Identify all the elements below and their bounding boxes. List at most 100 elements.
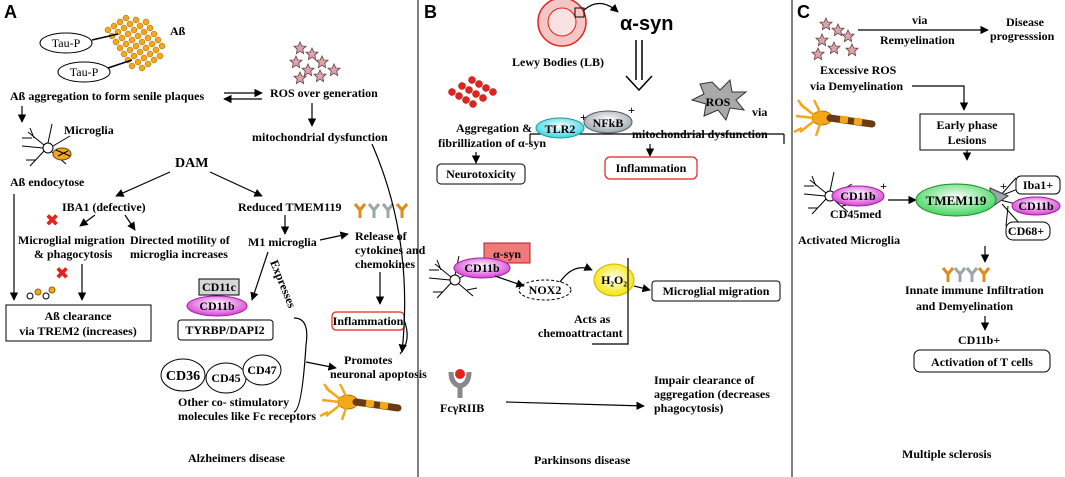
arrow-dam-to-tmem: [209, 171, 263, 197]
tau-p-label-2: Tau-P: [70, 65, 99, 79]
cd47-label: CD47: [247, 363, 276, 377]
h2o2-label: H₂O₂: [601, 273, 627, 287]
arrow-lb-to-asyn: [583, 2, 619, 13]
arrow-fcg-to-impair: [505, 401, 645, 410]
ros-stars-icon: [289, 41, 341, 84]
microglial-migration-text-1: Microglial migration: [18, 233, 125, 247]
via-label-b: via: [752, 105, 767, 119]
nfkb-plus: +: [628, 103, 635, 117]
lewy-body-icon: [537, 0, 587, 47]
inflammation-label-b: Inflammation: [616, 161, 687, 175]
red-x-icon-1: ✖: [45, 211, 59, 231]
abeta-clearance-box: [5, 304, 152, 342]
cd11b-label-c2: CD11b: [1018, 199, 1054, 213]
arrow-iba1-to-migration: [79, 214, 96, 227]
tau-p-oval-2: [57, 61, 111, 83]
tmem119-oval: [915, 183, 997, 217]
aggregation-text-1: Aggregation &: [456, 121, 532, 135]
arrow-nox2-to-h2o2: [559, 263, 593, 283]
arrow-iba1-to-directed: [124, 214, 136, 231]
neurotoxicity-label: Neurotoxicity: [446, 167, 516, 181]
nox2-oval: [518, 279, 572, 301]
hollow-arrow-stem: [635, 40, 643, 80]
panel-c-caption: Multiple sclerosis: [902, 447, 992, 461]
ros-burst-icon: [690, 78, 748, 122]
early-phase-text-1: Early phase: [936, 118, 998, 132]
directed-motility-text-2: microglia increases: [130, 247, 228, 261]
excessive-ros-1: Excessive ROS: [820, 63, 897, 77]
chemoattractant-text: chemoattractant: [538, 326, 623, 340]
nox2-label: NOX2: [529, 283, 562, 297]
tlr2-oval: [535, 117, 585, 139]
cd11b-oval-b: [453, 257, 511, 279]
arrow-m1-to-cd11b: [250, 251, 269, 301]
cd11bplus-label: CD11b+: [958, 333, 1000, 347]
iba1-defective-text: IBA1 (defective): [62, 200, 146, 214]
panel-c-letter: C: [797, 2, 810, 22]
promotes-text-2: neuronal apoptosis: [330, 367, 427, 381]
panel-b-letter: B: [424, 2, 437, 22]
cd36-label: CD36: [166, 369, 200, 384]
early-phase-text-2: Lesions: [948, 133, 987, 147]
mito-dysfunction-b: mitochondrial dysfunction: [632, 127, 768, 141]
neurotoxicity-box: [436, 163, 526, 185]
cd11c-label: CD11c: [202, 280, 237, 294]
tau-p-oval-1: [39, 32, 93, 54]
abeta-clearance-text-2: via TREM2 (increases): [19, 324, 137, 338]
microglial-migration-text-2: & phagocytosis: [34, 247, 113, 261]
alpha-syn-title: α-syn: [620, 13, 673, 35]
ros-burst-label: ROS: [706, 95, 731, 109]
antibody-icons-c: [941, 266, 991, 284]
tyrobp-label: TYRBP/DAPI2: [185, 323, 264, 337]
excessive-ros-2: via Demyelination: [810, 79, 903, 93]
tyrobp-box: [177, 319, 274, 341]
remyelination-label: Remyelination: [880, 33, 955, 47]
impair-text-3: phagocytosis): [654, 401, 723, 415]
neuron-icon-c: [794, 100, 872, 136]
acts-as-text: Acts as: [574, 312, 611, 326]
promotes-text-1: Promotes: [344, 353, 393, 367]
aggregation-text-2: fibrillization of α-syn: [438, 136, 546, 150]
iba1-box: [1015, 175, 1061, 195]
abeta-fibril-icon: [91, 14, 166, 72]
inflammation-box-b: [604, 156, 698, 180]
m1-microglia-text: M1 microglia: [248, 235, 317, 249]
microglia-label: Microglia: [64, 123, 114, 137]
arrow-excessive-to-early: [912, 85, 969, 111]
panel-a-letter: A: [4, 2, 17, 22]
h2o2-oval: [593, 263, 635, 297]
panel-a-caption: Alzheimers disease: [188, 451, 286, 465]
tau-p-label-1: Tau-P: [52, 36, 81, 50]
arrow-mito-to-apoptosis: [371, 143, 407, 353]
reduced-tmem119-text: Reduced TMEM119: [238, 200, 341, 214]
abeta-endocytose-text: Aß endocytose: [10, 175, 85, 189]
cd68-box: [1005, 221, 1051, 241]
antibody-icons: [353, 202, 409, 220]
panel-b-caption: Parkinsons disease: [534, 453, 631, 467]
arrow-cd11b-to-nox2: [494, 275, 525, 288]
cd47-oval: [242, 354, 282, 386]
ros-stars-icon-c: [811, 17, 859, 61]
release-text-2: cytokines and: [355, 243, 426, 257]
cd11b-label-b: CD11b: [464, 261, 500, 275]
neuron-icon-a: [320, 384, 398, 420]
early-phase-box: [919, 113, 1015, 151]
cd68-label: CD68+: [1008, 224, 1044, 238]
arrow-cd-to-apoptosis: [305, 361, 337, 371]
cd11c-box: [198, 278, 240, 296]
tlr2-label: TLR2: [545, 122, 576, 136]
other-costim-text-1: Other co- stimulatory: [178, 395, 289, 409]
arrow-inflammation-to-apoptosis: [399, 319, 408, 355]
abeta-aggregation-text: Aß aggregation to form senile plaques: [10, 89, 204, 103]
release-text-1: Release of: [355, 229, 408, 243]
activation-t-cells-label: Activation of T cells: [931, 355, 1033, 369]
abeta-clearance-text-1: Aß clearance: [45, 309, 113, 323]
tmem119-plus: +: [1000, 179, 1007, 193]
impair-text-1: Impair clearance of: [654, 373, 755, 387]
inflammation-label-a: Inflammation: [333, 314, 404, 328]
mito-dysfunction-text: mitochondrial dysfunction: [252, 130, 388, 144]
lewy-bodies-label: Lewy Bodies (LB): [512, 55, 604, 69]
cd11b-label-c: CD11b: [840, 189, 876, 203]
disease-label-2: progresssion: [990, 29, 1055, 43]
